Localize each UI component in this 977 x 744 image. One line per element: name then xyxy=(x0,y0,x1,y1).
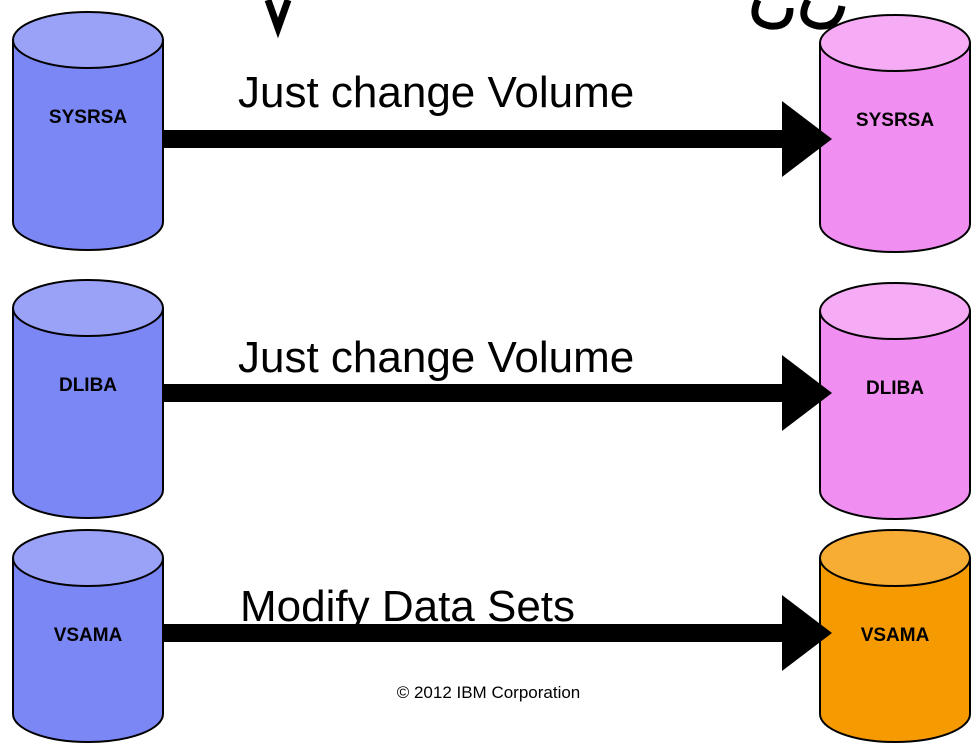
action-label-row-1: Just change Volume xyxy=(238,68,635,117)
target-cylinder-2-top xyxy=(819,282,971,340)
source-cylinder-1 xyxy=(12,11,164,251)
copyright-text: © 2012 IBM Corporation xyxy=(396,683,581,702)
source-cylinder-label-sysrsa: SYSRSA xyxy=(48,107,128,128)
arrow-row-2-head xyxy=(782,355,832,431)
target-cylinder-2 xyxy=(819,282,971,520)
target-cylinder-1-top xyxy=(819,14,971,72)
arrow-row-1-shaft xyxy=(163,130,784,148)
arrow-row-1-head xyxy=(782,101,832,177)
target-cylinder-3-top xyxy=(819,529,971,587)
target-cylinder-label-dliba: DLIBA xyxy=(865,378,925,399)
arrow-row-2 xyxy=(163,355,832,431)
cropped-title-fragment xyxy=(264,0,846,39)
arrow-row-1 xyxy=(163,101,832,177)
target-cylinder-1 xyxy=(819,14,971,253)
arrow-row-2-shaft xyxy=(163,384,784,402)
source-cylinder-3-body xyxy=(12,557,164,743)
source-cylinder-3-top xyxy=(12,529,164,587)
source-cylinder-1-body xyxy=(12,39,164,251)
source-cylinder-label-dliba: DLIBA xyxy=(58,375,118,396)
source-cylinder-3 xyxy=(12,529,164,743)
arrow-row-3-head xyxy=(782,595,832,671)
target-cylinder-label-vsama: VSAMA xyxy=(860,625,930,646)
action-label-row-2: Just change Volume xyxy=(238,333,635,382)
source-cylinder-2 xyxy=(12,279,164,519)
action-label-row-3: Modify Data Sets xyxy=(240,582,576,631)
source-cylinder-2-top xyxy=(12,279,164,337)
target-cylinder-2-body xyxy=(819,310,971,520)
target-cylinder-1-body xyxy=(819,42,971,253)
arrow-row-3-shaft xyxy=(163,624,784,642)
target-cylinder-3 xyxy=(819,529,971,743)
source-cylinder-2-body xyxy=(12,307,164,519)
target-cylinder-label-sysrsa: SYSRSA xyxy=(855,110,935,131)
target-cylinder-3-body xyxy=(819,557,971,743)
arrow-row-3 xyxy=(163,595,832,671)
source-cylinder-1-top xyxy=(12,11,164,69)
source-cylinder-label-vsama: VSAMA xyxy=(53,625,123,646)
